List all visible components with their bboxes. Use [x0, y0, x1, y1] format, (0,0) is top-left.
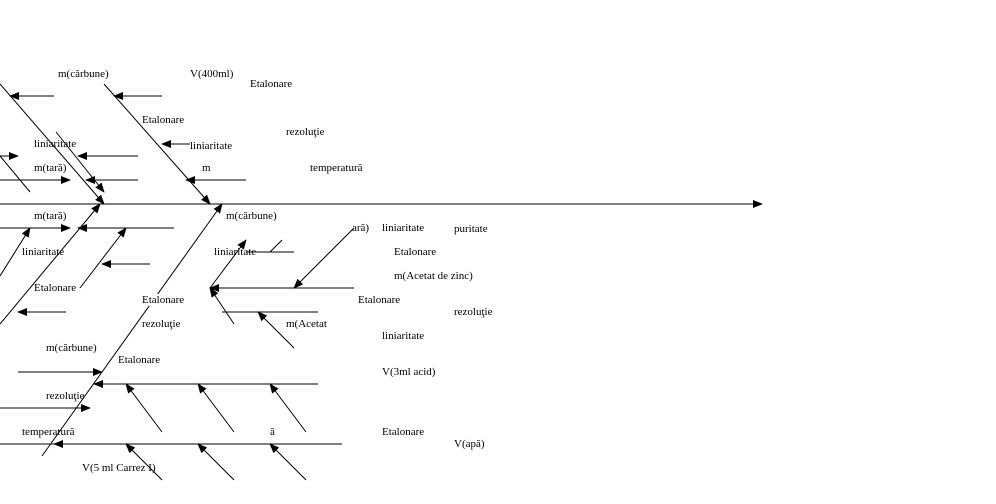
- bone-lower-3: [0, 227, 31, 277]
- label-liniaritate-b: liniaritate: [382, 222, 425, 234]
- bone-lower-2: [0, 203, 101, 325]
- label-v-apa: V(apă): [454, 438, 485, 450]
- label-liniaritate-a: liniaritate: [34, 138, 77, 150]
- branch-center-diag-1: [293, 227, 355, 289]
- branch-center-diag-5: [269, 239, 283, 253]
- label-liniaritate-clipped: liniaritate: [190, 140, 233, 152]
- label-m-carbune-1: m(cărbune): [226, 210, 277, 222]
- label-liniaritate-d: liniaritate: [214, 246, 257, 258]
- label-v-400ml: V(400ml): [190, 68, 234, 80]
- label-m-tara-1: m(tară): [34, 162, 67, 174]
- label-etalonare-a: Etalonare: [142, 114, 190, 126]
- label-temperatura-b: temperatură: [22, 426, 75, 438]
- label-rezolutie-d: rezoluţie: [46, 390, 85, 402]
- label-v-5ml-carrez: V(5 ml Carrez I): [82, 462, 156, 474]
- label-rezolutie-b: rezoluţie: [142, 318, 181, 330]
- branch-center-diag-2: [209, 287, 235, 325]
- diag-lower-6: [269, 443, 307, 481]
- bone-upper-left-1: [0, 83, 105, 205]
- label-a-fragment: ă: [270, 426, 275, 438]
- diag-lower-1: [125, 383, 163, 433]
- label-temperatura-top: temperatură: [310, 162, 363, 174]
- label-m-acetat-partial: m(Acetat: [286, 318, 327, 330]
- branch-center-diag-4: [209, 239, 247, 289]
- label-rezolutie-top: rezoluţie: [286, 126, 325, 138]
- label-etalonare-f: Etalonare: [382, 426, 425, 438]
- label-m-acetat-zinc: m(Acetat de zinc): [394, 270, 473, 282]
- label-m-partial: m: [202, 162, 211, 174]
- bone-upper-left-3: [55, 131, 105, 193]
- bone-upper-left-2: [103, 83, 211, 205]
- label-m-partial-top: m(cărbune): [58, 68, 109, 80]
- bone-upper-left-4: [0, 155, 31, 193]
- bone-lower-1: [41, 203, 223, 457]
- label-etalonare-clipped: Etalonare: [34, 282, 77, 294]
- label-v-3ml-acid: V(3ml acid): [382, 366, 436, 378]
- label-etalonare-c: Etalonare: [142, 294, 185, 306]
- label-etalonare-d: Etalonare: [358, 294, 401, 306]
- label-liniaritate-e: liniaritate: [382, 330, 425, 342]
- label-etalonare-e: Etalonare: [118, 354, 161, 366]
- label-etalonare-b: Etalonare: [394, 246, 437, 258]
- label-m-tara-2: m(tară): [34, 210, 67, 222]
- label-etalonare-top: Etalonare: [250, 78, 293, 90]
- diag-lower-4: [125, 443, 163, 481]
- label-rezolutie-c: rezoluţie: [454, 306, 493, 318]
- diag-lower-5: [197, 443, 235, 481]
- label-m-carbune-2: m(cărbune): [46, 342, 97, 354]
- label-liniaritate-c: liniaritate: [22, 246, 65, 258]
- label-puritate: puritate: [454, 223, 488, 235]
- branch-center-diag-3: [257, 311, 295, 349]
- bone-lower-4: [79, 227, 127, 289]
- diag-lower-3: [269, 383, 307, 433]
- label-ara-fragment: ară): [352, 222, 370, 234]
- diag-lower-2: [197, 383, 235, 433]
